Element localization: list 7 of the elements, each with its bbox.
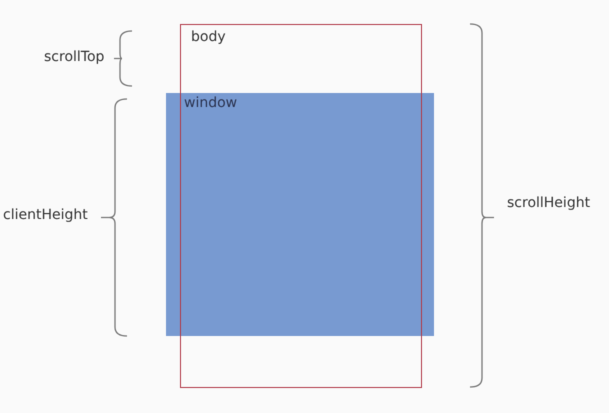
window-box: [166, 93, 434, 336]
box-label: window: [184, 95, 238, 111]
box-label: body: [191, 29, 226, 45]
body-outline-box: [180, 24, 422, 388]
dimension-label: scrollTop: [44, 49, 104, 65]
dimension-label: scrollHeight: [507, 195, 590, 211]
dimension-label: clientHeight: [3, 207, 88, 223]
